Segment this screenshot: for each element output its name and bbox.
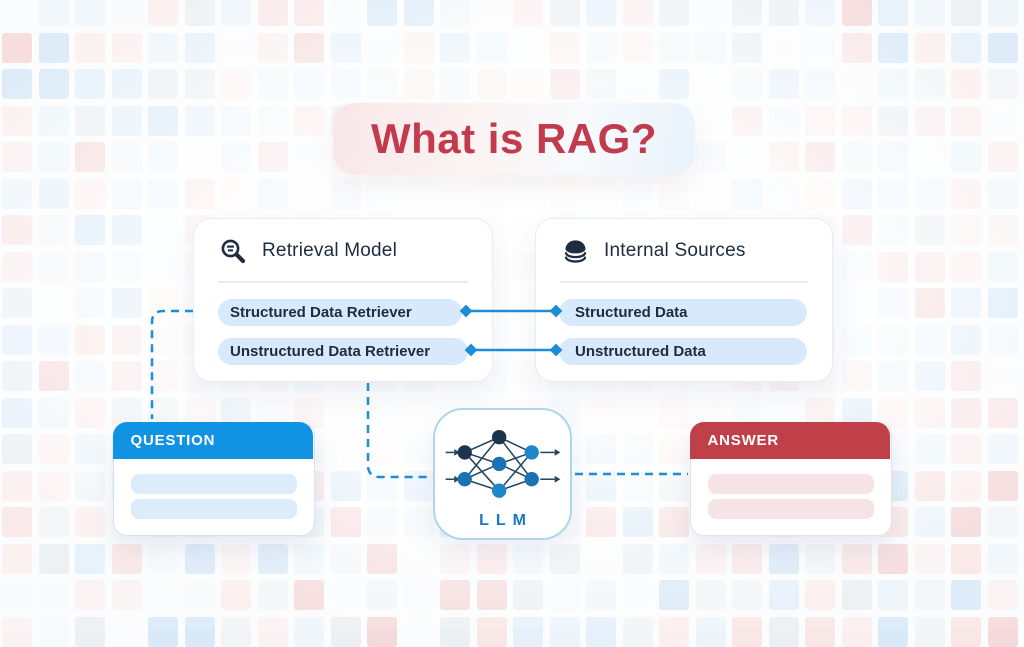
pill-label: Unstructured Data Retriever bbox=[230, 343, 431, 360]
divider bbox=[560, 281, 808, 283]
pill-label: Unstructured Data bbox=[575, 343, 706, 360]
pill-label: Structured Data Retriever bbox=[230, 304, 412, 321]
unstructured-data-pill: Unstructured Data bbox=[559, 338, 807, 365]
neural-network-icon bbox=[443, 418, 563, 506]
retrieval-model-title: Retrieval Model bbox=[262, 240, 397, 261]
retrieval-model-card: Retrieval Model Structured Data Retrieve… bbox=[193, 218, 493, 382]
title-banner: What is RAG? bbox=[333, 103, 695, 175]
internal-sources-title: Internal Sources bbox=[604, 240, 746, 261]
question-card: QUESTION bbox=[112, 421, 315, 536]
placeholder-line bbox=[708, 499, 874, 519]
divider bbox=[218, 281, 468, 283]
question-header: QUESTION bbox=[112, 421, 313, 459]
answer-header: ANSWER bbox=[689, 421, 890, 459]
internal-sources-header: Internal Sources bbox=[562, 236, 746, 266]
unstructured-data-retriever-pill: Unstructured Data Retriever bbox=[218, 338, 468, 365]
structured-data-pill: Structured Data bbox=[559, 299, 807, 326]
placeholder-line bbox=[131, 474, 297, 494]
answer-card: ANSWER bbox=[689, 421, 892, 536]
placeholder-line bbox=[708, 474, 874, 494]
retrieval-model-header: Retrieval Model bbox=[220, 236, 397, 266]
database-icon bbox=[562, 238, 589, 265]
placeholder-line bbox=[131, 499, 297, 519]
structured-data-retriever-pill: Structured Data Retriever bbox=[218, 299, 462, 326]
internal-sources-card: Internal Sources Structured Data Unstruc… bbox=[535, 218, 833, 382]
pill-label: Structured Data bbox=[575, 304, 688, 321]
search-icon bbox=[220, 238, 247, 265]
page-title: What is RAG? bbox=[371, 115, 657, 162]
llm-card: LLM bbox=[433, 408, 572, 540]
llm-label: LLM bbox=[479, 512, 533, 529]
